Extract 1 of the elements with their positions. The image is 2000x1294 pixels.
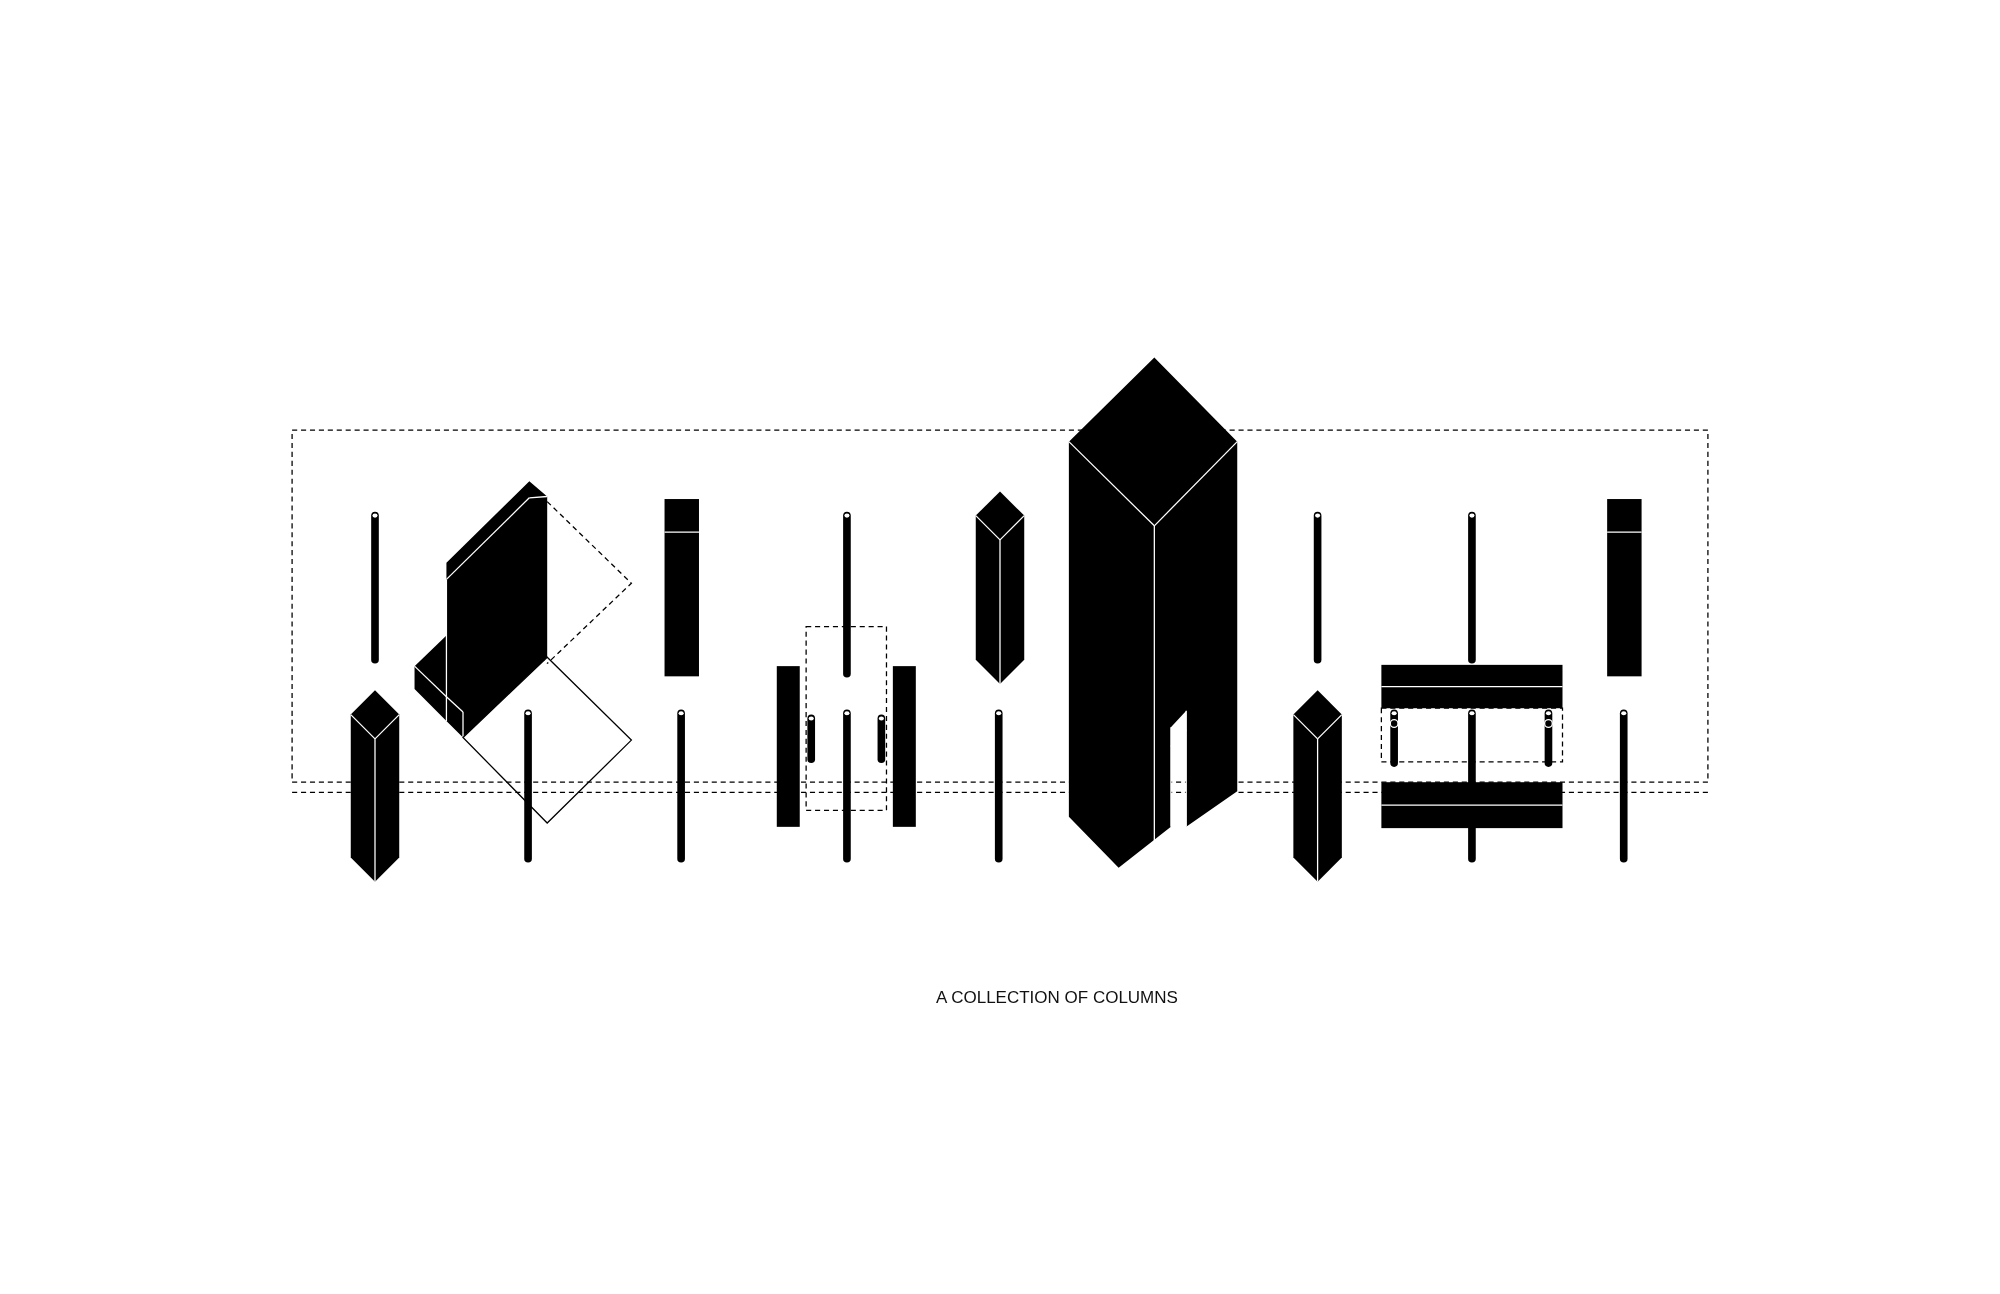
caption: A COLLECTION OF COLUMNS (935, 988, 1179, 1008)
